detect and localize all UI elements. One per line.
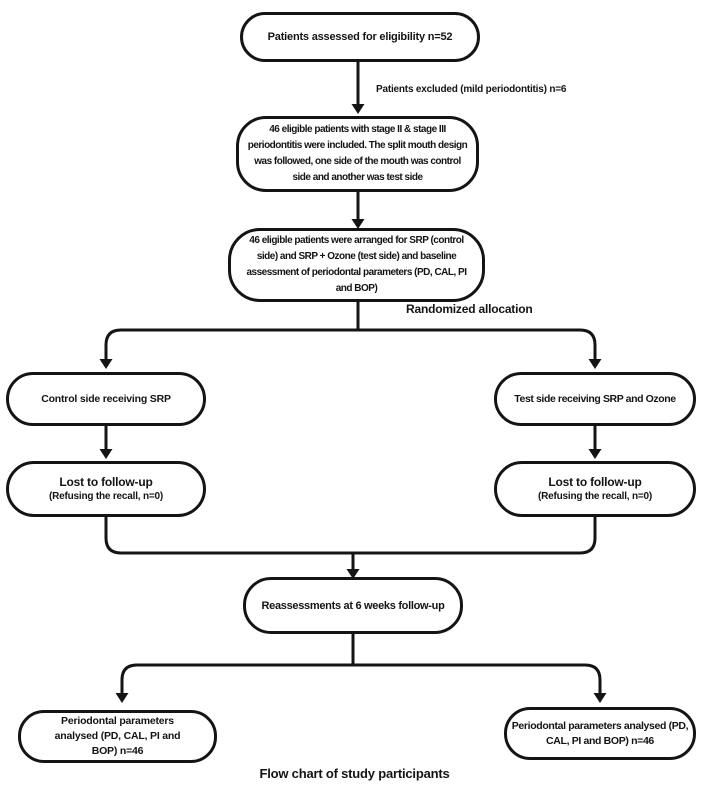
arrowhead-outcome-left: [115, 693, 129, 703]
node-test-arm: Test side receiving SRP and Ozone: [494, 372, 696, 426]
arrowhead-split-right: [588, 359, 602, 369]
node-eligible-included: 46 eligible patients with stage II & sta…: [236, 116, 479, 192]
arrowhead-included-to-baseline: [351, 219, 365, 229]
node-patients-assessed: Patients assessed for eligibility n=52: [240, 12, 480, 62]
arrowhead-eligibility-to-included: [351, 104, 365, 114]
arrowhead-test-to-lost: [588, 449, 602, 459]
node-baseline-assessment: 46 eligible patients were arranged for S…: [228, 228, 485, 302]
node-outcome-control-label: Periodontal parameters analysed (PD, CAL…: [54, 715, 181, 757]
node-control-arm-label: Control side receiving SRP: [41, 393, 171, 405]
node-eligible-included-label: 46 eligible patients with stage II & sta…: [247, 124, 468, 183]
node-lost-followup-control: Lost to follow-up (Refusing the recall, …: [6, 461, 206, 517]
node-lost-followup-control-subtitle: (Refusing the recall, n=0): [49, 491, 163, 502]
arrowhead-split-left: [99, 359, 113, 369]
branch-merge-to-reassessment: [104, 517, 597, 570]
arrowhead-merge-to-reassessment: [346, 569, 360, 579]
node-patients-assessed-label: Patients assessed for eligibility n=52: [267, 31, 453, 43]
arrowhead-outcome-right: [593, 693, 607, 703]
node-outcome-test-label: Periodontal parameters analysed (PD, CAL…: [511, 719, 689, 747]
node-lost-followup-test: Lost to follow-up (Refusing the recall, …: [494, 461, 696, 517]
node-lost-followup-test-subtitle: (Refusing the recall, n=0): [538, 491, 652, 502]
annotation-randomized-allocation: Randomized allocation: [406, 302, 533, 316]
annotation-patients-excluded: Patients excluded (mild periodontitis) n…: [376, 84, 567, 95]
arrowhead-control-to-lost: [99, 449, 113, 459]
chart-caption: Flow chart of study participants: [259, 766, 450, 781]
node-reassessment-label: Reassessments at 6 weeks follow-up: [261, 599, 445, 612]
node-lost-followup-control-title: Lost to follow-up: [59, 475, 153, 489]
node-outcome-control: Periodontal parameters analysed (PD, CAL…: [18, 710, 217, 763]
branch-reassessment-split: [120, 634, 602, 694]
node-control-arm: Control side receiving SRP: [6, 372, 206, 426]
node-baseline-assessment-label: 46 eligible patients were arranged for S…: [246, 235, 467, 294]
node-outcome-test: Periodontal parameters analysed (PD, CAL…: [504, 707, 696, 760]
branch-randomized-allocation: [104, 302, 597, 360]
node-lost-followup-test-title: Lost to follow-up: [548, 475, 642, 489]
node-reassessment: Reassessments at 6 weeks follow-up: [243, 577, 463, 634]
node-test-arm-label: Test side receiving SRP and Ozone: [514, 393, 676, 405]
